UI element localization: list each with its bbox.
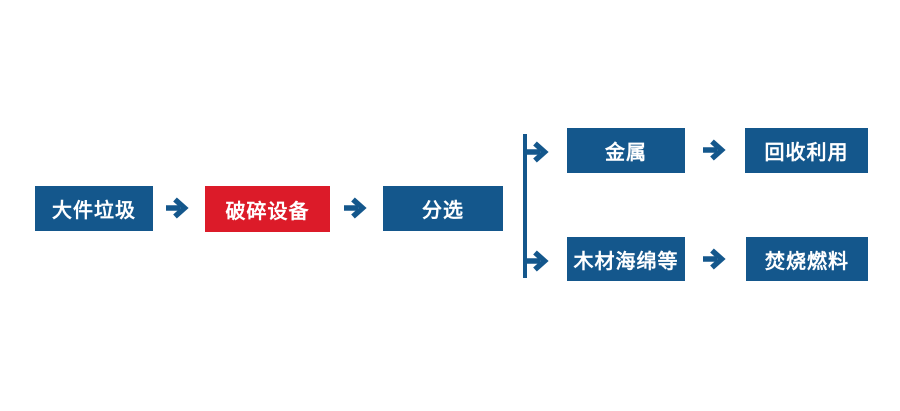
node-bulky-waste: 大件垃圾 [35, 186, 153, 231]
branch-bottom-arrow-icon [526, 250, 549, 272]
node-sorting: 分选 [383, 186, 503, 231]
right-arrow-icon [344, 197, 367, 219]
right-arrow-icon [166, 197, 189, 219]
node-crushing-equipment: 破碎设备 [205, 186, 330, 232]
node-metal: 金属 [567, 128, 685, 173]
right-arrow-icon [703, 139, 726, 161]
branch-top-arrow-icon [526, 141, 549, 163]
node-recycling: 回收利用 [745, 128, 868, 173]
node-incineration-fuel: 焚烧燃料 [746, 237, 868, 281]
branch-split-line [523, 134, 527, 278]
node-wood-sponge-etc: 木材海绵等 [567, 237, 685, 281]
right-arrow-icon [703, 248, 726, 270]
